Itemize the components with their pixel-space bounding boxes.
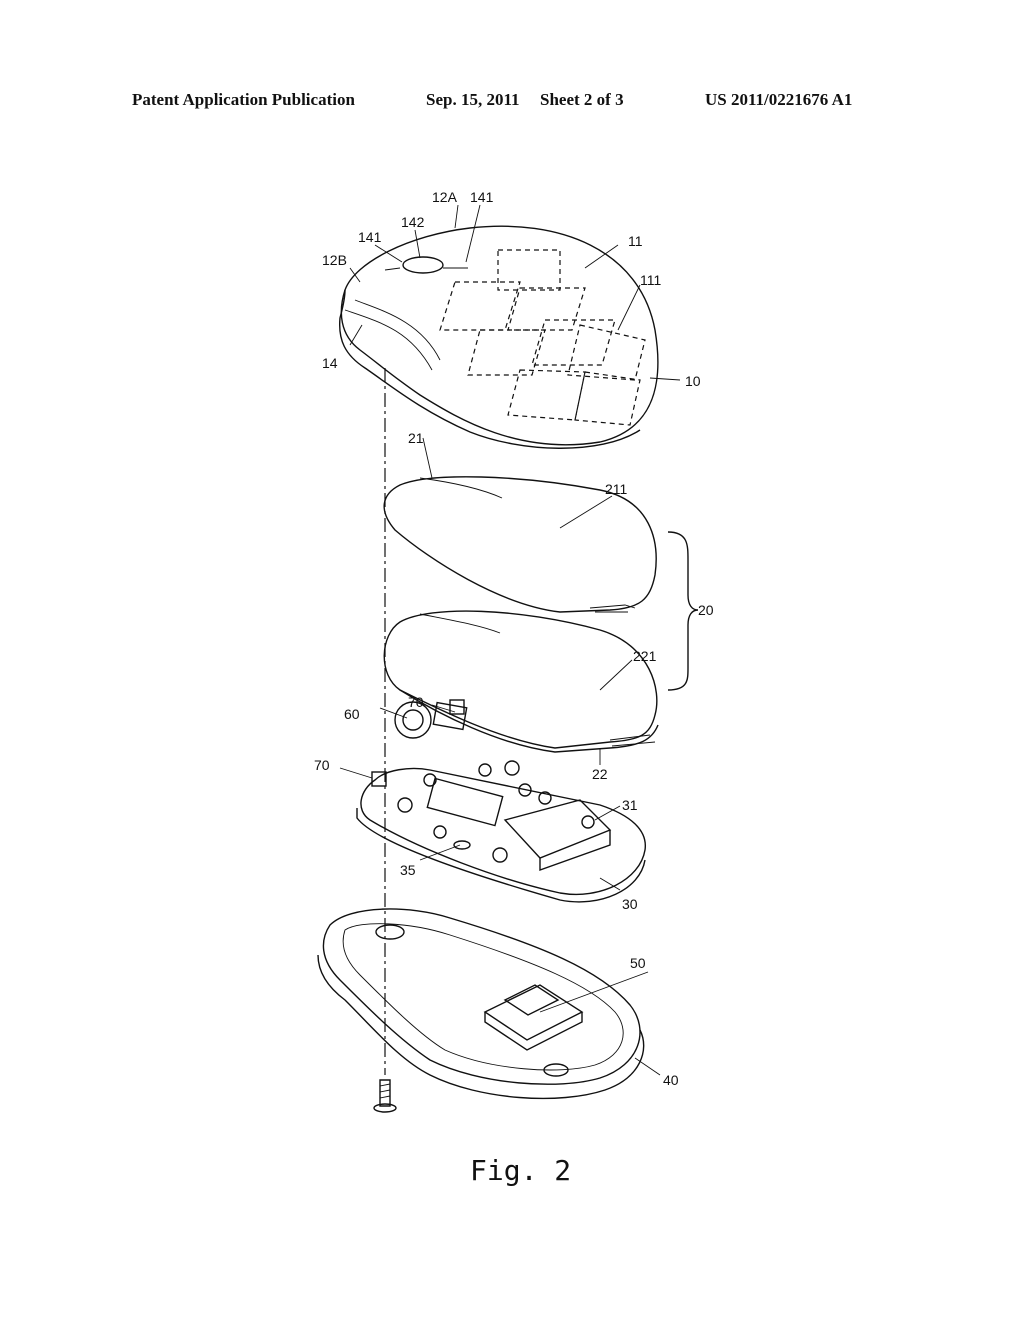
- label-70-top: 70: [408, 694, 424, 710]
- leader-30: [599, 877, 621, 891]
- header-publication-title: Patent Application Publication: [132, 90, 355, 109]
- label-12B: 12B: [322, 252, 347, 268]
- leader-lines: [349, 204, 681, 381]
- brace-20: [667, 531, 699, 691]
- label-30: 30: [622, 896, 638, 912]
- label-70-left: 70: [314, 757, 330, 773]
- solar-cell-grid: [439, 249, 646, 426]
- label-60: 60: [344, 706, 360, 722]
- figure-caption: Fig. 2: [470, 1154, 571, 1187]
- header-date: Sep. 15, 2011: [426, 90, 520, 109]
- mouse-base-40: [317, 908, 645, 1100]
- leader-40: [634, 1057, 661, 1076]
- screw: [373, 1079, 397, 1113]
- leader-31: [594, 805, 621, 821]
- label-50: 50: [630, 955, 646, 971]
- leader-221: [599, 659, 633, 691]
- label-111: 111: [640, 272, 661, 288]
- leader-211: [559, 495, 613, 529]
- leader-70b: [339, 767, 373, 779]
- mouse-top-shell: [338, 225, 659, 449]
- label-20: 20: [698, 602, 714, 618]
- label-22: 22: [592, 766, 608, 782]
- label-141-left: 141: [358, 229, 382, 245]
- leader-60: [379, 707, 408, 719]
- label-10: 10: [685, 373, 701, 389]
- label-31: 31: [622, 797, 638, 813]
- label-221: 221: [633, 648, 657, 664]
- label-211: 211: [605, 481, 628, 497]
- label-14: 14: [322, 355, 338, 371]
- label-35: 35: [400, 862, 416, 878]
- label-12A: 12A: [432, 189, 458, 205]
- header-sheet-number: Sheet 2 of 3: [540, 90, 624, 109]
- leader-21: [422, 437, 433, 479]
- circuit-board-30: [356, 699, 646, 903]
- label-21: 21: [408, 430, 424, 446]
- leader-50: [539, 971, 649, 1013]
- label-141-right: 141: [470, 189, 494, 205]
- touch-layer-21: [383, 476, 657, 613]
- label-40: 40: [663, 1072, 679, 1088]
- label-142: 142: [401, 214, 425, 230]
- leader-70a: [431, 704, 456, 713]
- header-patent-number: US 2011/0221676 A1: [705, 90, 853, 109]
- label-11: 11: [628, 233, 643, 249]
- leader-35: [419, 844, 461, 861]
- touch-layer-22: [383, 610, 659, 753]
